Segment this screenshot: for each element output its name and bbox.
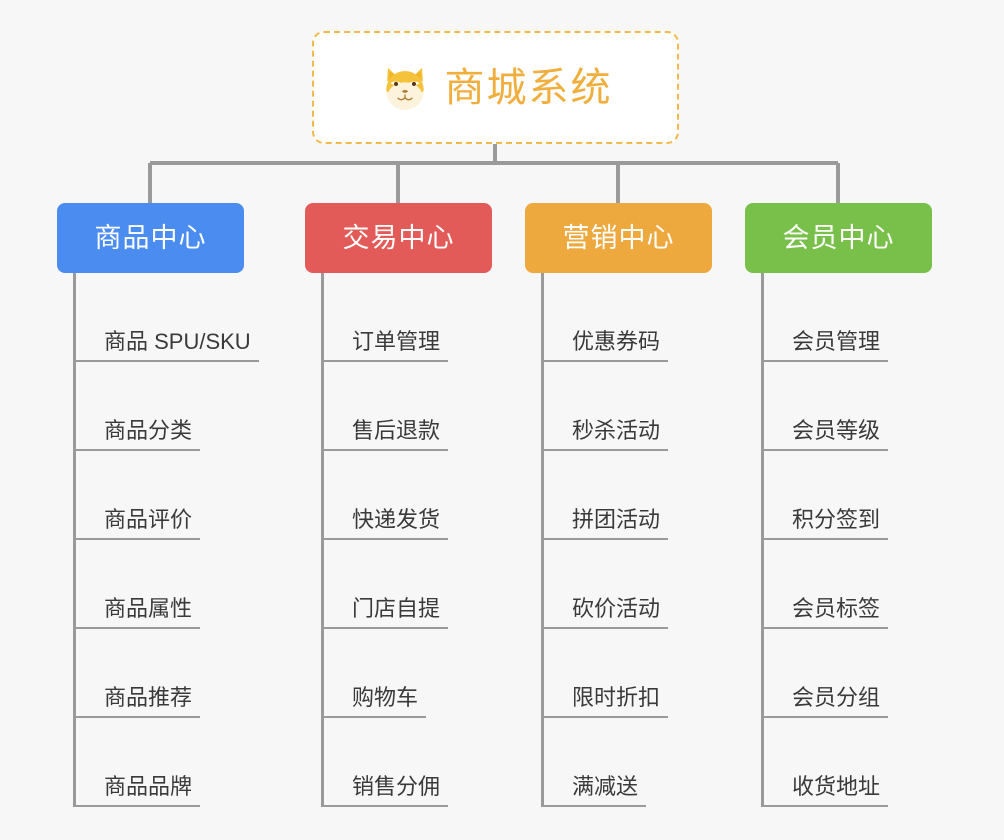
branch-item-label: 会员标签 bbox=[792, 596, 881, 621]
branch-item-label: 限时折扣 bbox=[572, 685, 661, 710]
item-underline bbox=[544, 449, 668, 451]
branch-item-label: 积分签到 bbox=[792, 507, 881, 532]
item-underline bbox=[764, 360, 888, 362]
item-underline bbox=[324, 360, 448, 362]
branch-label-0: 商品中心 bbox=[94, 222, 207, 253]
item-underline bbox=[324, 716, 426, 718]
branch-item[interactable]: 会员等级 bbox=[764, 362, 932, 451]
branch-item-label: 商品推荐 bbox=[104, 685, 193, 710]
branch-header-1[interactable]: 交易中心 bbox=[305, 203, 492, 273]
branch-item-label: 快递发货 bbox=[352, 507, 441, 532]
branch-item-label: 会员分组 bbox=[792, 685, 881, 710]
branch-item-label: 秒杀活动 bbox=[572, 418, 661, 443]
branch-item-label: 优惠券码 bbox=[572, 329, 661, 354]
branch-item[interactable]: 满减送 bbox=[544, 718, 712, 807]
branch-item-label: 会员管理 bbox=[792, 329, 881, 354]
item-underline bbox=[76, 449, 200, 451]
branch-item[interactable]: 会员分组 bbox=[764, 629, 932, 718]
branch-item[interactable]: 销售分佣 bbox=[324, 718, 492, 807]
item-underline bbox=[324, 805, 448, 807]
item-underline bbox=[544, 360, 668, 362]
item-underline bbox=[76, 716, 200, 718]
branch-item-list-1: 订单管理 售后退款 快递发货 门店自提 购物车 销售分佣 bbox=[321, 273, 492, 807]
branch-label-3: 会员中心 bbox=[782, 222, 895, 253]
root-node[interactable]: 商城系统 bbox=[312, 31, 679, 144]
branch-item-label: 拼团活动 bbox=[572, 507, 661, 532]
item-underline bbox=[76, 538, 200, 540]
branch-item[interactable]: 购物车 bbox=[324, 629, 492, 718]
branch-item[interactable]: 订单管理 bbox=[324, 273, 492, 362]
branch-header-0[interactable]: 商品中心 bbox=[57, 203, 244, 273]
item-underline bbox=[544, 805, 646, 807]
branch-item[interactable]: 积分签到 bbox=[764, 451, 932, 540]
branch-item[interactable]: 商品推荐 bbox=[76, 629, 244, 718]
branch-item-list-3: 会员管理 会员等级 积分签到 会员标签 会员分组 收货地址 bbox=[761, 273, 932, 807]
branch-item[interactable]: 快递发货 bbox=[324, 451, 492, 540]
item-underline bbox=[764, 716, 888, 718]
branch-item-list-0: 商品 SPU/SKU 商品分类 商品评价 商品属性 商品推荐 商品品牌 bbox=[73, 273, 259, 807]
item-underline bbox=[324, 449, 448, 451]
branch-item-label: 门店自提 bbox=[352, 596, 441, 621]
item-underline bbox=[544, 627, 668, 629]
root-title: 商城系统 bbox=[444, 65, 613, 110]
item-underline bbox=[544, 716, 668, 718]
item-underline bbox=[764, 538, 888, 540]
branch-item-label: 商品品牌 bbox=[104, 774, 193, 799]
branch-item[interactable]: 售后退款 bbox=[324, 362, 492, 451]
branch-item[interactable]: 商品 SPU/SKU bbox=[76, 273, 259, 362]
branch-item[interactable]: 商品品牌 bbox=[76, 718, 244, 807]
item-underline bbox=[76, 627, 200, 629]
branch-column-0: 商品中心 商品 SPU/SKU 商品分类 商品评价 商品属性 商品推荐 bbox=[57, 203, 259, 807]
branch-item[interactable]: 优惠券码 bbox=[544, 273, 712, 362]
branch-item[interactable]: 会员标签 bbox=[764, 540, 932, 629]
shiba-dog-face-icon bbox=[385, 67, 424, 110]
branch-column-3: 会员中心 会员管理 会员等级 积分签到 会员标签 会员分组 bbox=[745, 203, 932, 807]
branch-item[interactable]: 秒杀活动 bbox=[544, 362, 712, 451]
branch-item-label: 商品 SPU/SKU bbox=[104, 329, 251, 354]
branch-item-list-2: 优惠券码 秒杀活动 拼团活动 砍价活动 限时折扣 满减送 bbox=[541, 273, 712, 807]
branch-item-label: 砍价活动 bbox=[572, 596, 661, 621]
branch-header-3[interactable]: 会员中心 bbox=[745, 203, 932, 273]
branch-header-2[interactable]: 营销中心 bbox=[525, 203, 712, 273]
branch-item-label: 销售分佣 bbox=[352, 774, 441, 799]
branch-item[interactable]: 限时折扣 bbox=[544, 629, 712, 718]
item-underline bbox=[764, 449, 888, 451]
item-underline bbox=[76, 360, 259, 362]
branch-item[interactable]: 拼团活动 bbox=[544, 451, 712, 540]
item-underline bbox=[76, 805, 200, 807]
branch-item-label: 收货地址 bbox=[792, 774, 881, 799]
branch-item-label: 商品评价 bbox=[104, 507, 193, 532]
item-underline bbox=[764, 627, 888, 629]
item-underline bbox=[544, 538, 668, 540]
branch-column-1: 交易中心 订单管理 售后退款 快递发货 门店自提 购物车 bbox=[305, 203, 492, 807]
branch-item-label: 商品属性 bbox=[104, 596, 193, 621]
item-underline bbox=[324, 627, 448, 629]
branch-item[interactable]: 会员管理 bbox=[764, 273, 932, 362]
branch-item[interactable]: 收货地址 bbox=[764, 718, 932, 807]
branch-item[interactable]: 商品分类 bbox=[76, 362, 244, 451]
branch-item-label: 订单管理 bbox=[352, 329, 441, 354]
branch-item[interactable]: 砍价活动 bbox=[544, 540, 712, 629]
branch-item-label: 购物车 bbox=[352, 685, 419, 710]
branch-item-label: 满减送 bbox=[572, 774, 639, 799]
item-underline bbox=[324, 538, 448, 540]
branch-item-label: 商品分类 bbox=[104, 418, 193, 443]
item-underline bbox=[764, 805, 888, 807]
branch-item[interactable]: 商品属性 bbox=[76, 540, 244, 629]
branch-label-2: 营销中心 bbox=[562, 222, 675, 253]
branch-item-label: 会员等级 bbox=[792, 418, 881, 443]
branch-item[interactable]: 门店自提 bbox=[324, 540, 492, 629]
branch-label-1: 交易中心 bbox=[342, 222, 455, 253]
branch-item[interactable]: 商品评价 bbox=[76, 451, 244, 540]
branch-item-label: 售后退款 bbox=[352, 418, 441, 443]
branch-column-2: 营销中心 优惠券码 秒杀活动 拼团活动 砍价活动 限时折扣 bbox=[525, 203, 712, 807]
